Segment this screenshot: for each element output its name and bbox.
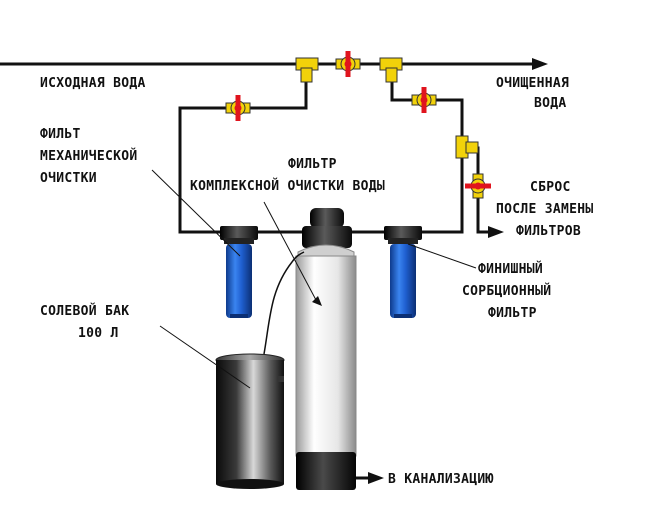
tee-inlet-icon (295, 57, 319, 83)
label-purified-water-2: ВОДА (534, 96, 567, 111)
sewer-arrow-icon (368, 472, 384, 484)
tee-drain-icon (455, 135, 479, 159)
complex-filter-column (295, 208, 357, 490)
outlet-arrow-icon (532, 58, 548, 70)
leader-lines (151, 169, 477, 389)
label-complex-filter-2: КОМПЛЕКСНОЙ ОЧИСТКИ ВОДЫ (190, 178, 385, 194)
complex-filter-arrow-icon (312, 296, 322, 306)
salt-tank (215, 353, 285, 489)
label-mech-filter-2: МЕХАНИЧЕСКОЙ (40, 148, 138, 164)
mechanical-filter (220, 226, 258, 318)
outlet-valve-icon (411, 87, 437, 113)
label-source-water: ИСХОДНАЯ ВОДА (40, 76, 146, 91)
label-finish-filter-3: ФИЛЬТР (488, 306, 537, 321)
bypass-valve-icon (335, 51, 361, 77)
sorption-filter (384, 226, 422, 318)
labels: ИСХОДНАЯ ВОДА ОЧИЩЕННАЯ ВОДА ФИЛЬТ МЕХАН… (40, 76, 594, 487)
brine-hose (263, 251, 305, 355)
label-salt-tank-2: 100 Л (78, 326, 119, 341)
label-mech-filter-3: ОЧИСТКИ (40, 171, 97, 186)
leader-complex-filter (263, 201, 317, 301)
label-mech-filter-1: ФИЛЬТ (40, 127, 81, 142)
label-drain-after-2: ПОСЛЕ ЗАМЕНЫ (496, 202, 594, 217)
inlet-branch-pipe (178, 64, 308, 234)
drain-arrow-icon (488, 226, 504, 238)
label-sewer: В КАНАЛИЗАЦИЮ (388, 472, 494, 487)
outlet-branch-pipe (390, 64, 464, 234)
label-complex-filter-1: ФИЛЬТР (288, 157, 337, 172)
label-purified-water-1: ОЧИЩЕННАЯ (496, 76, 569, 91)
label-drain-after-3: ФИЛЬТРОВ (516, 224, 581, 239)
leader-salt-tank (159, 325, 251, 389)
tee-outlet-icon (379, 57, 403, 83)
leader-finish-filter (407, 243, 477, 269)
label-finish-filter-2: СОРБЦИОННЫЙ (462, 283, 551, 299)
label-drain-after-1: СБРОС (530, 180, 571, 195)
label-salt-tank-1: СОЛЕВОЙ БАК (40, 303, 129, 319)
drain-valve-icon (465, 173, 491, 199)
leader-mech-filter (151, 169, 241, 257)
label-finish-filter-1: ФИНИШНЫЙ (478, 261, 543, 277)
inlet-valve-icon (225, 95, 251, 121)
